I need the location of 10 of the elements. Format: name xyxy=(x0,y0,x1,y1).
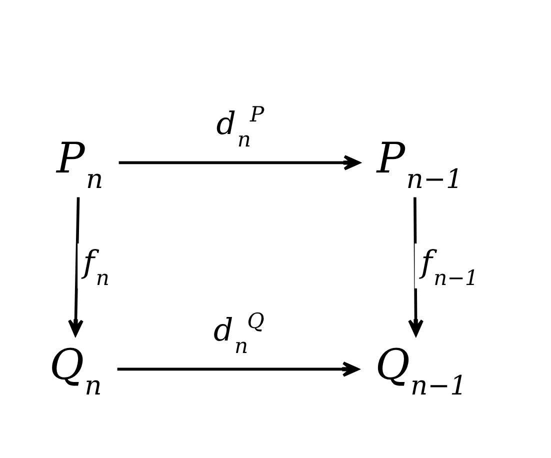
node-text: P$_{n}$ xyxy=(56,134,104,196)
edge-label: f$_{n−1}$ xyxy=(421,244,478,290)
edge-label: f$_{n}$ xyxy=(83,244,110,290)
arrow xyxy=(408,197,424,336)
node-text: P$_{n−1}$ xyxy=(376,134,463,196)
arrow xyxy=(117,361,359,377)
arrow xyxy=(118,154,360,170)
node-text: Q$_{n}$ xyxy=(49,340,102,402)
arrow xyxy=(68,197,84,336)
node-text: Q$_{n−1}$ xyxy=(375,340,468,402)
